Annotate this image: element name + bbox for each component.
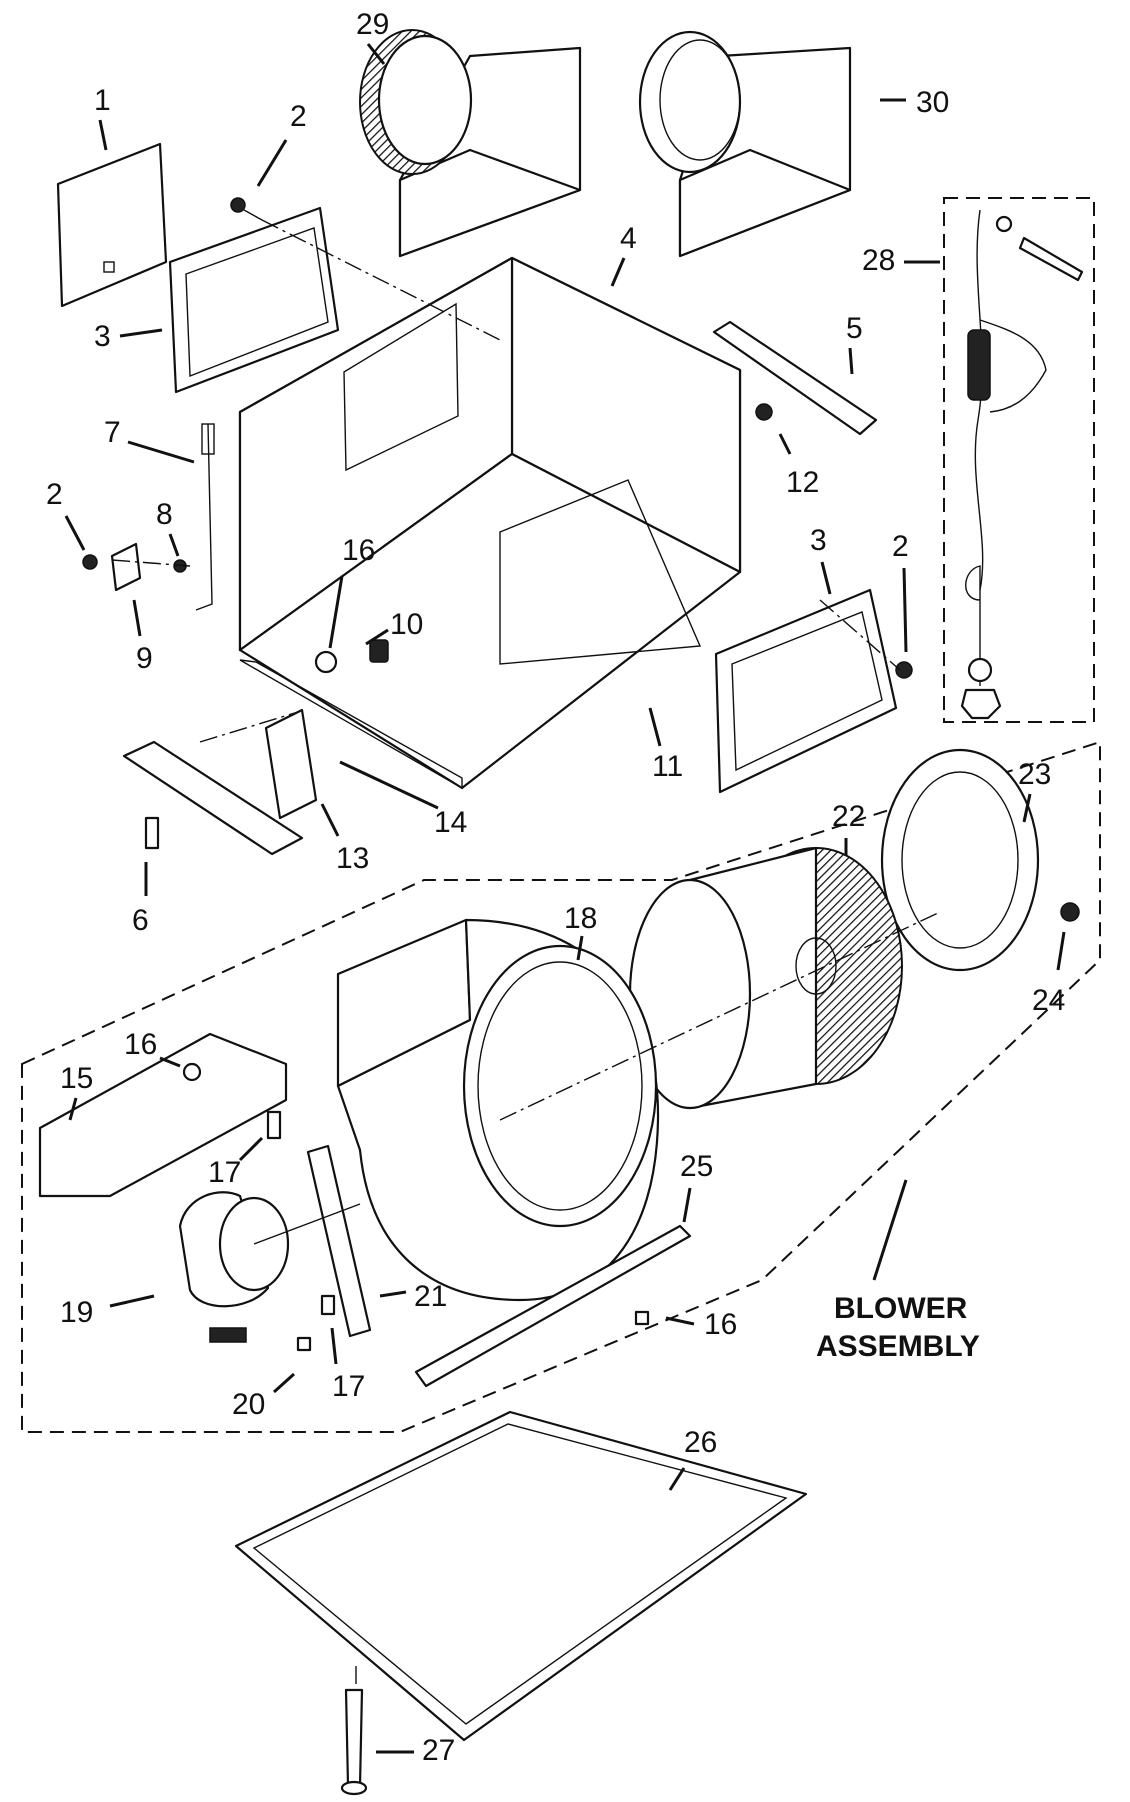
- callout-17-top: 17: [208, 1156, 241, 1189]
- blower-assembly-boundary: [21, 740, 1101, 1433]
- callout-16-low: 16: [704, 1308, 737, 1341]
- callout-27: 27: [422, 1734, 455, 1767]
- housing-4: [238, 256, 742, 790]
- screw-2-top: [230, 197, 263, 221]
- callout-28: 28: [862, 244, 895, 277]
- callout-29: 29: [356, 8, 389, 41]
- callout-24: 24: [1032, 984, 1065, 1017]
- clips-10-16: [314, 639, 389, 674]
- motor-19: [178, 1191, 361, 1343]
- callout-18: 18: [564, 902, 597, 935]
- duct-connector-grille-29: [359, 29, 582, 258]
- strip-14: [339, 760, 439, 810]
- mounting-bracket-5: [712, 320, 878, 436]
- screw-2-right: [895, 661, 913, 679]
- motor-bracket-15: [38, 1032, 288, 1198]
- hanging-kit-28: [943, 197, 1095, 723]
- callout-21: 21: [414, 1280, 447, 1313]
- callout-3-left: 3: [94, 320, 111, 353]
- blower-label-line2: ASSEMBLY: [816, 1330, 980, 1363]
- callout-2-top: 2: [290, 100, 307, 133]
- callout-19: 19: [60, 1296, 93, 1329]
- bracket-13: [264, 708, 318, 820]
- callout-16-top: 16: [342, 534, 375, 567]
- mounting-bracket-6: [122, 740, 304, 856]
- callout-5: 5: [846, 312, 863, 345]
- grille-26: [234, 1410, 808, 1742]
- blower-label-line1: BLOWER: [834, 1292, 968, 1325]
- blower-wheel-22: [628, 846, 903, 1110]
- callout-16-mid: 16: [124, 1028, 157, 1061]
- callout-4: 4: [620, 222, 637, 255]
- callout-1: 1: [94, 84, 111, 117]
- callout-3-right: 3: [810, 524, 827, 557]
- screw-12: [755, 403, 773, 421]
- blower-label-leader: [872, 1179, 908, 1281]
- cover-plate-1: [56, 142, 168, 308]
- callout-22: 22: [832, 800, 865, 833]
- callout-10: 10: [390, 608, 423, 641]
- callout-23: 23: [1018, 758, 1051, 791]
- screw-27: [340, 1688, 368, 1796]
- duct-connector-30: [638, 30, 852, 258]
- callout-30: 30: [916, 86, 949, 119]
- nut-24: [1060, 902, 1080, 922]
- clip-16-lower: [634, 1310, 650, 1326]
- callout-6: 6: [132, 904, 149, 937]
- callout-26: 26: [684, 1426, 717, 1459]
- gasket-ring-23: [880, 748, 1040, 972]
- callout-25: 25: [680, 1150, 713, 1183]
- callout-17-low: 17: [332, 1370, 365, 1403]
- fasteners-17-20: [296, 1294, 336, 1352]
- callout-20: 20: [232, 1388, 265, 1421]
- callout-2-right: 2: [892, 530, 909, 563]
- callout-12: 12: [786, 466, 819, 499]
- support-strap-21: [306, 1144, 372, 1338]
- callout-13: 13: [336, 842, 369, 875]
- end-panel-3-left: [168, 206, 340, 394]
- support-rail-25: [414, 1224, 692, 1388]
- callout-labels: 1 2 29 30 3 4 28 5 7 12 2 8 3 2 16 10 9 …: [46, 8, 1066, 1767]
- wire-harness-7: [195, 423, 215, 611]
- callout-14: 14: [434, 806, 467, 839]
- blower-housing-18: [336, 918, 660, 1302]
- callout-11: 11: [652, 750, 683, 783]
- centerlines: [111, 219, 941, 1690]
- terminal-plate-9: [82, 542, 187, 592]
- callout-9: 9: [136, 642, 153, 675]
- end-panel-3-right: [714, 588, 898, 794]
- callout-8: 8: [156, 498, 173, 531]
- callout-7: 7: [104, 416, 121, 449]
- callout-15: 15: [60, 1062, 93, 1095]
- callout-2-left: 2: [46, 478, 63, 511]
